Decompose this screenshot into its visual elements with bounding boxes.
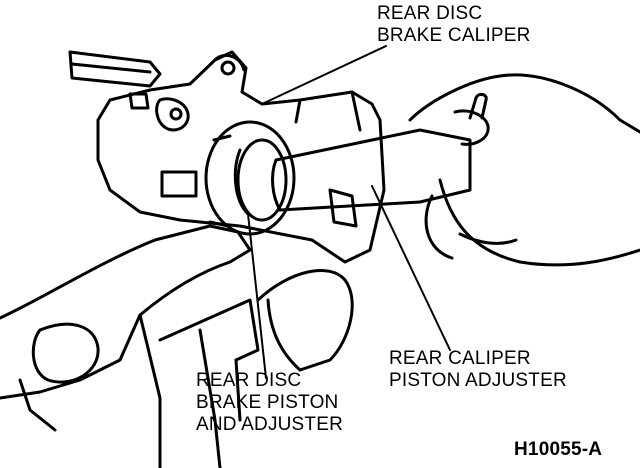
label-line: BRAKE CALIPER	[377, 25, 531, 46]
label-rear-caliper-piston-adjuster: REAR CALIPER PISTON ADJUSTER	[389, 348, 567, 392]
label-line: PISTON ADJUSTER	[389, 370, 567, 391]
label-line: REAR DISC	[377, 3, 483, 24]
technician-hand	[408, 73, 640, 267]
label-line: REAR CALIPER	[389, 348, 531, 369]
caliper-bracket	[0, 224, 354, 468]
label-line: REAR DISC	[196, 370, 302, 391]
label-line: AND ADJUSTER	[196, 414, 344, 435]
label-rear-disc-brake-caliper: REAR DISC BRAKE CALIPER	[377, 3, 531, 47]
adjuster-tool	[271, 128, 472, 212]
leader-piston	[247, 213, 267, 379]
caliper-housing	[68, 50, 386, 264]
label-rear-disc-brake-piston-and-adjuster: REAR DISC BRAKE PISTON AND ADJUSTER	[196, 370, 343, 436]
piston-and-adjuster	[204, 120, 296, 236]
leader-caliper	[261, 45, 387, 105]
figure-code: H10055-A	[514, 439, 603, 460]
leader-piston-adjuster	[371, 185, 451, 351]
leader-lines	[247, 45, 451, 379]
label-line: BRAKE PISTON	[196, 392, 339, 413]
